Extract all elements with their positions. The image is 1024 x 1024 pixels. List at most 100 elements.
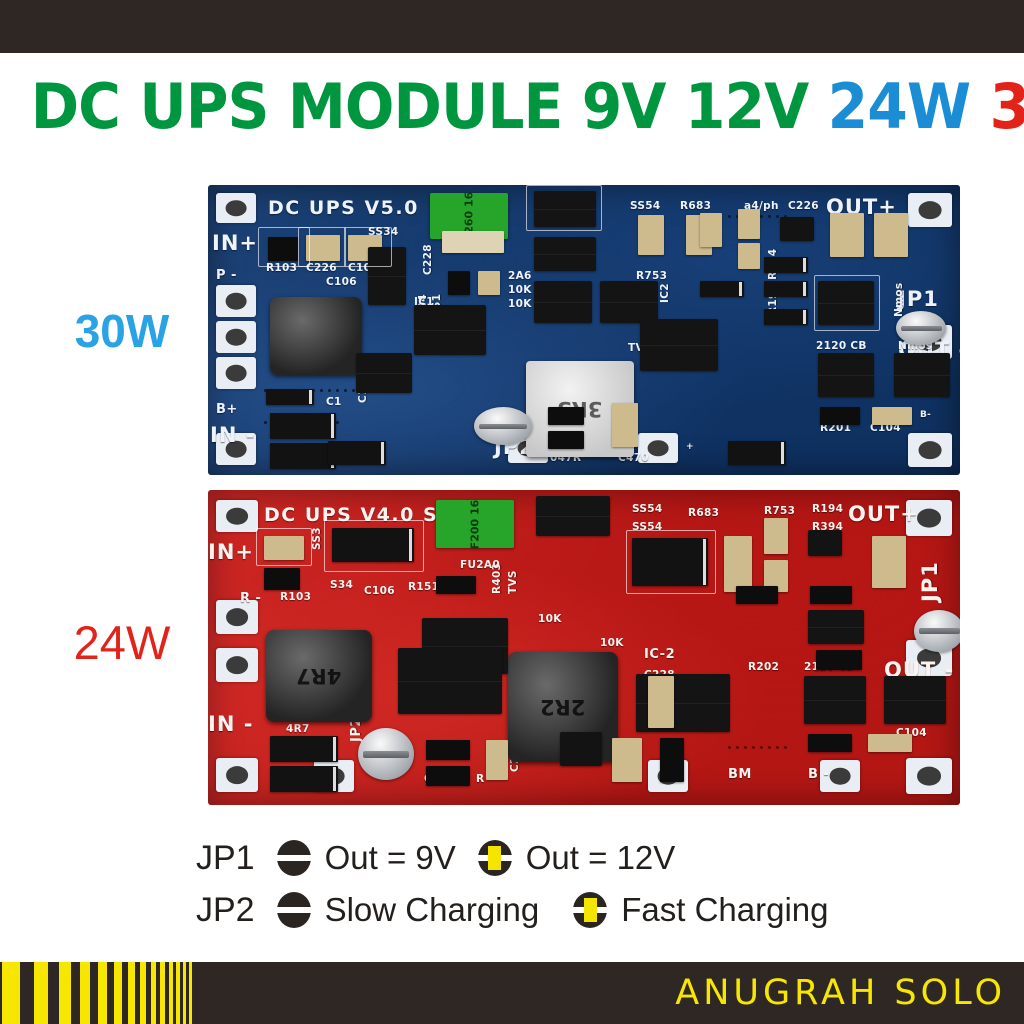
silk-c106: C106 [364, 585, 395, 597]
silk-r683: R683 [688, 507, 720, 519]
smd-d-b [764, 281, 808, 297]
title-segment-24w: 24W [827, 70, 972, 143]
silk-10k-a: 10K [538, 613, 562, 625]
silk-board-title: DC UPS V5.0 [268, 197, 419, 219]
silk-r202: R202 [748, 661, 780, 673]
pad-plus-mid [638, 433, 678, 463]
pad-in-plus [216, 500, 258, 532]
silk-b-plus-left: B+ [216, 402, 238, 417]
silk-10k-b: 10K [508, 298, 532, 310]
silk-outline-c [344, 227, 392, 267]
pad-in-minus [216, 433, 256, 465]
silk-047r: 047R [550, 452, 582, 464]
smd-c104c [872, 407, 912, 425]
jumper-jp1[interactable] [896, 311, 946, 345]
legend-key-jp1: JP1 [196, 839, 255, 877]
smd-r-e [426, 740, 470, 760]
via-row-3 [728, 746, 787, 749]
silk-nmos-a: Nmos [898, 340, 933, 352]
pad-left-b [216, 648, 258, 682]
smd-tvs2 [270, 443, 336, 469]
smd-c104 [868, 734, 912, 752]
legend-row-jp1: JP1 Out = 9V Out = 12V [0, 832, 1024, 884]
pad-p-minus [216, 285, 256, 317]
smd-ic-c [808, 610, 864, 644]
pad-in-minus [216, 758, 258, 792]
silk-out-minus: OUT - [884, 658, 955, 682]
silk-r103: R103 [266, 262, 298, 274]
smd-d-d [764, 309, 808, 325]
smd-d-b [270, 766, 338, 792]
side-label-30w: 30W [74, 305, 170, 357]
silk-fu2a0: FU2A0 [460, 559, 500, 571]
silk-r-minus: R - [240, 591, 262, 606]
smd-ic-nmos-c [894, 353, 950, 397]
smd-c-c [764, 518, 788, 554]
smd-c-g [612, 738, 642, 782]
silk-outline-e [814, 275, 880, 331]
silk-10k-b: 10K [600, 637, 624, 649]
jumper-slot [276, 855, 311, 861]
silk-r194: R194 [812, 503, 844, 515]
silk-ss54: SS54 [630, 200, 661, 212]
smd-tvs1 [270, 413, 336, 439]
smd-r201 [820, 407, 860, 425]
silk-2120cb: 2120 CB [816, 340, 867, 352]
smd-ke-a [328, 441, 386, 465]
jumper-jp1[interactable] [914, 610, 960, 652]
jumper-closed-icon [477, 840, 512, 876]
smd-r-b [736, 586, 778, 604]
pad-b-minus [906, 758, 952, 794]
pad-left-3 [216, 357, 256, 389]
silk-r201: R201 [820, 422, 852, 434]
stripe-decoration [0, 962, 201, 1024]
smd-q3 [534, 281, 592, 323]
smd-q1 [534, 191, 596, 227]
side-label-24w: 24W [73, 616, 171, 669]
smd-r103 [268, 237, 298, 261]
smd-r103 [264, 568, 300, 590]
silk-outline-b [298, 227, 346, 267]
smd-c-g [700, 213, 722, 247]
silk-r103: R103 [280, 591, 312, 603]
smd-d-c [700, 281, 744, 297]
pad-left-2 [216, 321, 256, 353]
smd-r-d [808, 734, 852, 752]
legend-jp2-closed-label: Fast Charging [621, 891, 829, 928]
smd-ss34 [368, 247, 406, 305]
smd-c1 [266, 389, 314, 405]
smd-047r-b [548, 431, 584, 449]
smd-c470 [612, 403, 638, 447]
silk-c1: C1 [326, 396, 342, 408]
pad-r-minus [216, 600, 258, 634]
silk-r151: R151 [408, 581, 440, 593]
jumper-legend: JP1 Out = 9V Out = 12V JP2 Slow Charging [0, 832, 1024, 936]
silk-c226: C226 [306, 262, 337, 274]
silk-ss54-a: SS54 [632, 503, 663, 515]
title-segment-green: DC UPS MODULE 9V 12V [30, 70, 828, 143]
smd-ic1 [414, 305, 486, 355]
top-frame-bar [0, 0, 1024, 53]
jumper-jp2[interactable] [474, 407, 532, 445]
smd-047r-a [548, 407, 584, 425]
silk-s34: S34 [330, 579, 354, 591]
legend-jp1-open-label: Out = 9V [324, 839, 456, 876]
jumper-jp2[interactable] [358, 728, 414, 780]
silk-nmos-b: Nmos [893, 282, 905, 317]
pad-out-plus [906, 500, 952, 536]
pad-out-plus [908, 193, 952, 227]
silk-jp1-label: JP1 [918, 561, 942, 602]
smd-q4 [600, 281, 658, 323]
silk-bm: BM [728, 767, 752, 782]
silk-tvs: TVS [628, 343, 652, 354]
bottom-frame-bar: ANUGRAH SOLO [0, 962, 1024, 1024]
smd-ic-nmos-a [818, 281, 874, 325]
silk-plus-mid: + [686, 442, 694, 452]
smd-r-f [426, 766, 470, 786]
silk-ic1: IC1 [414, 296, 434, 308]
smd-ic-nmos-a [804, 676, 866, 724]
jumper-open-icon [276, 892, 311, 928]
jumper-closed-icon [573, 892, 608, 928]
page-title: DC UPS MODULE 9V 12V 24W 30W [31, 76, 1024, 138]
legend-jp2-open-label: Slow Charging [324, 891, 540, 928]
